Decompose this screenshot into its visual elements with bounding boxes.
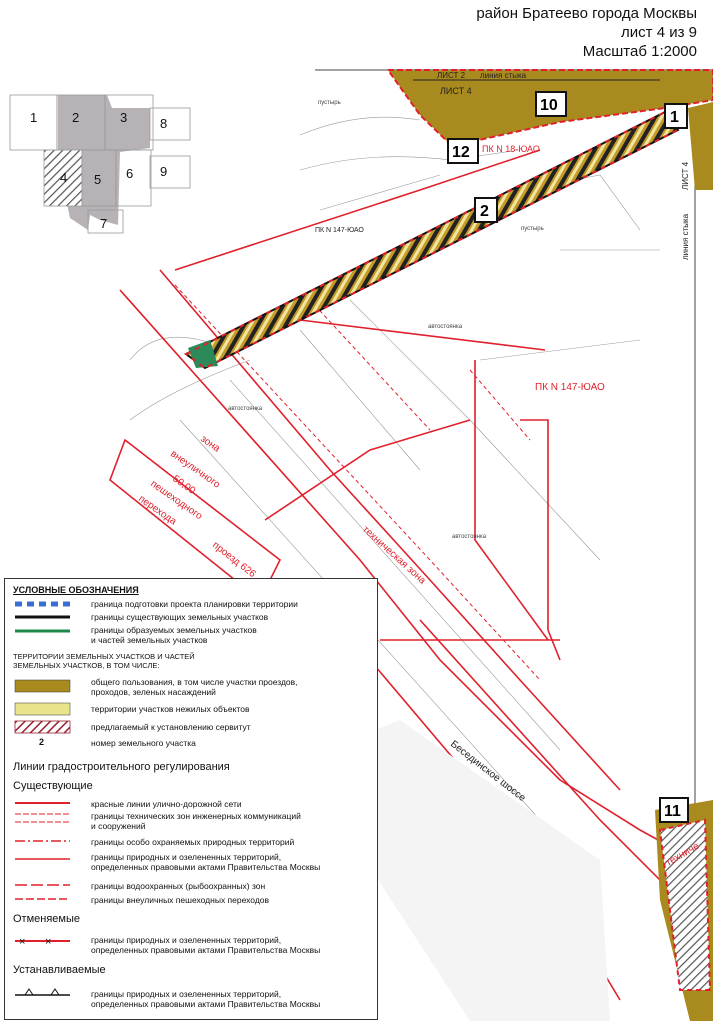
parcel-number-10-text: 10 (540, 97, 558, 114)
sheet-header: район Братеево города Москвы лист 4 из 9… (476, 4, 697, 61)
index-map (9, 94, 191, 234)
index-label-8: 8 (160, 116, 167, 131)
index-label-9: 9 (160, 164, 167, 179)
legend-item-natural-territories: границы природных и озелененных территор… (91, 852, 282, 862)
established-title: Устанавливаемые (13, 964, 106, 976)
index-label-5: 5 (94, 172, 101, 187)
neighbor-parcel-right (688, 102, 713, 190)
legend-item-established-2: определенных правовыми актами Правительс… (91, 999, 321, 1009)
parcel-number-11-text: 11 (664, 803, 681, 820)
parking-label-1: автостоянка (428, 324, 463, 330)
index-label-7: 7 (100, 216, 107, 231)
index-label-1: 1 (30, 110, 37, 125)
district-title: район Братеево города Москвы (476, 5, 697, 22)
index-label-2: 2 (72, 110, 79, 125)
legend-item-formed-parcels-2: и частей земельных участков (91, 635, 208, 645)
parcel-number-2-text: 2 (480, 203, 489, 220)
parcel-number-11: 11 (659, 797, 689, 823)
parking-label-3: автостоянка (228, 406, 263, 412)
legend-item-natural-territories-2: определенных правовыми актами Правительс… (91, 862, 321, 872)
index-cell-9 (149, 155, 191, 189)
legend-item-existing-parcels: границы существующих земельных участков (91, 612, 269, 622)
stitch-line-label: линия стыка (480, 71, 527, 80)
legend-item-pedestrian-crossings: границы внеуличных пешеходных переходов (91, 895, 270, 905)
legend-item-parcel-number: номер земельного участка (91, 738, 196, 748)
legend-title: УСЛОВНЫЕ ОБОЗНАЧЕНИЯ (13, 585, 139, 595)
legend-item-servitude: предлагаемый к установлению сервитут (91, 722, 251, 732)
pk-label-2: ПК N 147-ЮАО (535, 382, 605, 393)
parcel-number-12: 12 (447, 138, 479, 164)
index-cell-8 (149, 107, 191, 141)
legend-item-public-2: проходов, зеленых насаждений (91, 687, 216, 697)
parking-label-2: автостоянка (452, 534, 487, 540)
parcel-11-hatch (658, 818, 712, 991)
legend-item-cancelled-1: границы природных и озелененных территор… (91, 935, 282, 945)
tech-zone-lines (174, 284, 541, 681)
legend-item-project-boundary: граница подготовки проекта планировки те… (91, 599, 298, 609)
legend-item-red-lines: красные линии улично-дорожной сети (91, 799, 242, 809)
parcel-number-1-text: 1 (670, 109, 679, 126)
pustyr-label-1: пустырь (318, 100, 341, 106)
parcel-number-12-text: 12 (452, 144, 470, 161)
index-cell-6 (115, 149, 152, 207)
index-cell-7 (87, 209, 124, 234)
svg-text:×: × (19, 936, 25, 948)
legend-item-tech-zones-2: и сооружений (91, 821, 146, 831)
sheet4-label-top: ЛИСТ 4 (440, 86, 472, 96)
territories-header-2: ЗЕМЕЛЬНЫХ УЧАСТКОВ, В ТОМ ЧИСЛЕ: (13, 661, 160, 670)
road-label-2: проезд 626 (210, 540, 258, 581)
legend-item-protected-areas: границы особо охраняемых природных терри… (91, 837, 295, 847)
index-cell-4 (43, 149, 83, 207)
cancelled-title: Отменяемые (13, 913, 81, 925)
pk-label-3: ПК N 18-ЮАО (482, 144, 540, 154)
legend-item-public-1: общего пользования, в том числе участки … (91, 677, 298, 687)
pustyr-label-2: пустырь (521, 226, 544, 232)
legend-symbols: × × (14, 601, 71, 996)
legend-panel: УСЛОВНЫЕ ОБОЗНАЧЕНИЯ × × граница подгото… (4, 578, 378, 1020)
pedestrian-zone-labels: зона внеуличного 50,00 пешеходного перех… (136, 433, 222, 527)
zone-label-1: зона (198, 433, 222, 454)
sheet4-label-right: ЛИСТ 4 (681, 161, 690, 190)
legend-item-nonresidential: территории участков нежилых объектов (91, 704, 250, 714)
legend-item-tech-zones: границы технических зон инженерных комму… (91, 811, 301, 821)
legend-item-formed-parcels: границы образуемых земельных участков (91, 625, 257, 635)
legend-item-cancelled-2: определенных правовыми актами Правительс… (91, 945, 321, 955)
existing-title: Существующие (13, 780, 93, 792)
parcel-number-1: 1 (664, 103, 688, 129)
legend-item-water-zones: границы водоохранных (рыбоохранных) зон (91, 881, 266, 891)
legend-swatch-servitude (14, 720, 71, 734)
legend-swatch-public (14, 679, 71, 693)
legend-item-established-1: границы природных и озелененных территор… (91, 989, 282, 999)
pk-label-1: ПК N 147-ЮАО (315, 227, 364, 234)
legend-parcel-number-sample: 2 (39, 737, 45, 747)
index-label-6: 6 (126, 166, 133, 181)
index-label-4: 4 (60, 170, 67, 185)
parcel-number-2: 2 (474, 197, 498, 223)
territories-header-1: ТЕРРИТОРИИ ЗЕМЕЛЬНЫХ УЧАСТКОВ И ЧАСТЕЙ (13, 652, 195, 661)
stitch-line-right-label: линия стыка (681, 213, 690, 260)
legend-swatch-nonresidential (14, 702, 71, 716)
index-label-3: 3 (120, 110, 127, 125)
svg-text:×: × (45, 936, 51, 948)
sheet-number: лист 4 из 9 (621, 24, 697, 41)
regulation-title: Линии градостроительного регулирования (13, 761, 230, 773)
index-map-labels: 1 2 3 4 5 6 7 8 9 (30, 110, 167, 231)
scale-label: Масштаб 1:2000 (582, 43, 697, 60)
parcel-number-10: 10 (535, 91, 567, 117)
sheet2-label: ЛИСТ 2 (437, 71, 466, 80)
